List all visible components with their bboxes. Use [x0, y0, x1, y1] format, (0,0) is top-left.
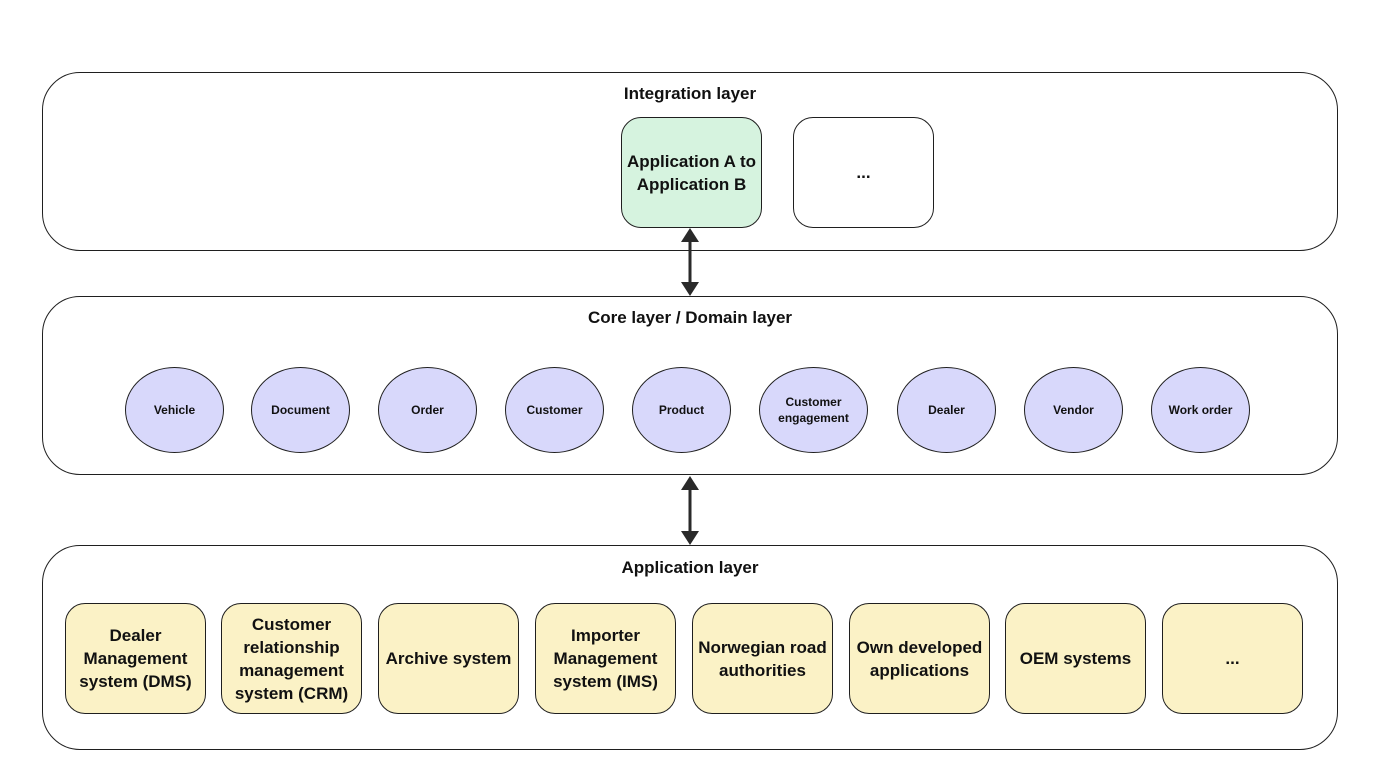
app-box-archive[interactable]: Archive system: [378, 603, 519, 714]
app-box-crm[interactable]: Customer relationship management system …: [221, 603, 362, 714]
entity-document[interactable]: Document: [251, 367, 350, 453]
integration-box-more[interactable]: ...: [793, 117, 934, 228]
integration-layer-title: Integration layer: [623, 84, 757, 103]
entity-order[interactable]: Order: [378, 367, 477, 453]
integration-layer: Integration layer Application A to Appli…: [42, 72, 1338, 251]
app-box-label: Norwegian road authorities: [698, 637, 827, 680]
app-box-label: ...: [1225, 649, 1240, 668]
app-box-more[interactable]: ...: [1162, 603, 1303, 714]
entity-product[interactable]: Product: [632, 367, 731, 453]
app-box-road-authorities[interactable]: Norwegian road authorities: [692, 603, 833, 714]
entity-label: Vendor: [1053, 403, 1094, 417]
entity-label: Work order: [1168, 403, 1233, 417]
app-box-oem[interactable]: OEM systems: [1005, 603, 1146, 714]
integration-box-label: ...: [856, 163, 871, 182]
app-box-dms[interactable]: Dealer Management system (DMS): [65, 603, 206, 714]
entity-vehicle[interactable]: Vehicle: [125, 367, 224, 453]
app-box-label: OEM systems: [1019, 649, 1132, 668]
app-box-own-developed[interactable]: Own developed applications: [849, 603, 990, 714]
entity-customer[interactable]: Customer: [505, 367, 604, 453]
app-box-label: Dealer Management system (DMS): [79, 626, 192, 691]
application-layer: Application layer Dealer Management syst…: [42, 545, 1338, 750]
entity-customer-engagement[interactable]: Customer engagement: [759, 367, 868, 453]
app-box-label: Customer relationship management system …: [234, 614, 349, 703]
integration-box-app-a-to-b[interactable]: Application A to Application B: [621, 117, 762, 228]
entity-label: Customer: [526, 403, 583, 417]
entity-label: Customer engagement: [778, 395, 849, 425]
entity-label: Vehicle: [153, 403, 196, 417]
arrow-core-application: [681, 476, 699, 545]
entity-vendor[interactable]: Vendor: [1024, 367, 1123, 453]
entity-label: Dealer: [928, 403, 965, 417]
entity-label: Document: [271, 403, 330, 417]
app-box-ims[interactable]: Importer Management system (IMS): [535, 603, 676, 714]
app-box-label: Importer Management system (IMS): [553, 626, 658, 691]
core-layer-title: Core layer / Domain layer: [587, 308, 793, 327]
application-layer-title: Application layer: [621, 558, 759, 577]
integration-box-label: Application A to Application B: [626, 151, 757, 194]
core-layer: Core layer / Domain layer Vehicle Docume…: [42, 296, 1338, 475]
entity-label: Order: [411, 403, 444, 417]
app-box-label: Archive system: [385, 649, 512, 668]
app-box-label: Own developed applications: [856, 637, 983, 680]
entity-work-order[interactable]: Work order: [1151, 367, 1250, 453]
entity-label: Product: [658, 403, 705, 417]
entity-dealer[interactable]: Dealer: [897, 367, 996, 453]
